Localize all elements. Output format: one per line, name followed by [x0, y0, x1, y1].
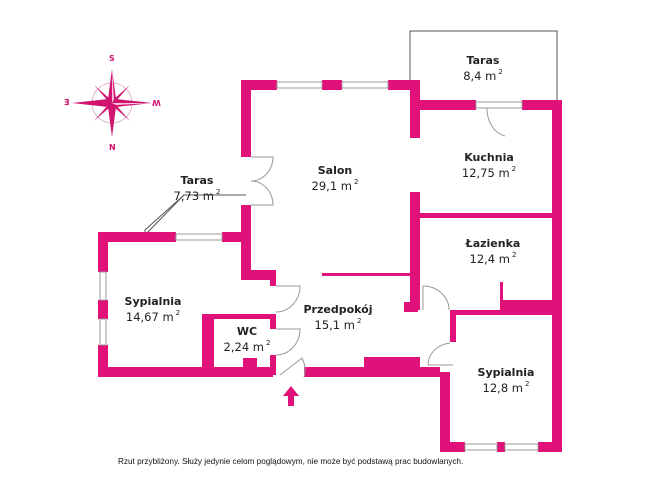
compass-east-label: E: [64, 98, 70, 107]
walls: [98, 80, 562, 452]
room-name: Taras: [180, 174, 214, 187]
windows: [99, 81, 539, 451]
room-name: WC: [236, 325, 258, 338]
disclaimer-text: Rzut przybliżony. Służy jedynie celom po…: [118, 457, 464, 466]
room-name: Łazienka: [465, 237, 521, 250]
compass-north-label: N: [109, 143, 116, 152]
room-name: Sypialnia: [124, 295, 182, 308]
doors: [250, 107, 506, 378]
room-name: Kuchnia: [464, 151, 514, 164]
compass-south-label: S: [109, 54, 115, 63]
compass-west-label: W: [152, 98, 161, 107]
room-name: Salon: [317, 164, 353, 177]
room-name: Przedpokój: [303, 303, 373, 316]
room-name: Sypialnia: [477, 366, 535, 379]
room-name: Taras: [466, 54, 500, 67]
compass-rose-icon: [72, 69, 152, 137]
entrance-arrow-icon: [283, 386, 299, 406]
